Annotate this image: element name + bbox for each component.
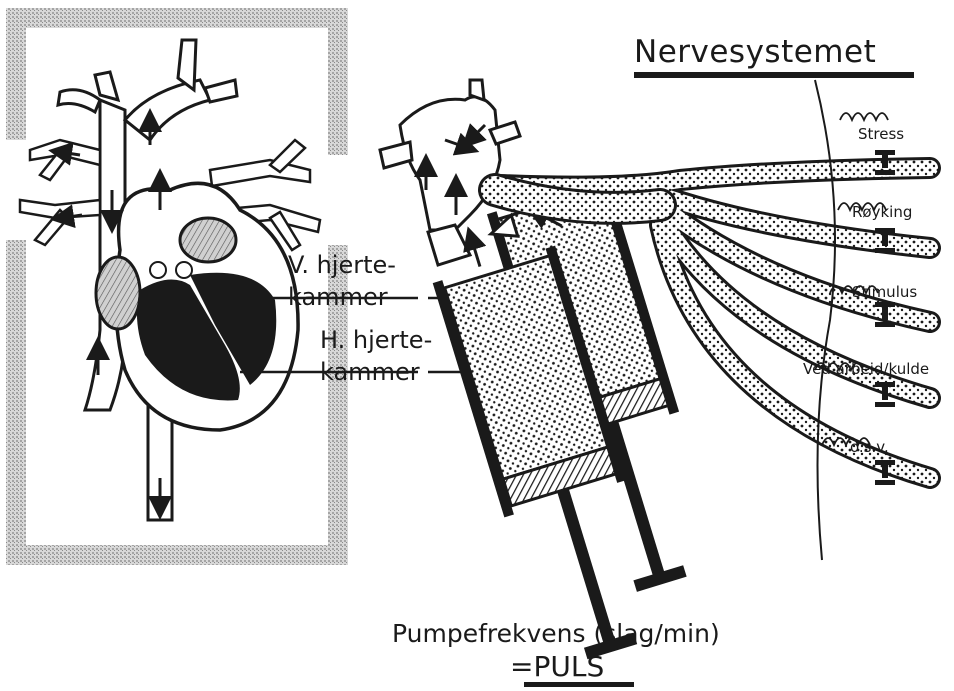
left-ventricle-label-line1: V. hjerte-	[288, 251, 396, 279]
nerve-label-etc: o.s.v.	[850, 438, 889, 456]
left-ventricle-label-line2: kammer	[288, 283, 388, 311]
nerve-label-smoking: Røyking	[852, 203, 912, 221]
caption-line1: Pumpefrekvens (slag/min)	[392, 619, 720, 648]
right-ventricle-label-line1: H. hjerte-	[320, 326, 432, 354]
left-atrium	[180, 218, 236, 262]
spinal-boundary-line	[815, 80, 835, 560]
right-atrium	[96, 257, 140, 329]
right-ventricle-label-line2: kammer	[320, 358, 420, 386]
nerve-label-stress: Stress	[858, 125, 904, 143]
title-underline	[634, 72, 914, 78]
nerve-label-stimulus: Stimulus	[852, 283, 917, 301]
caption-underline	[524, 682, 634, 687]
diagram-title: Nervesystemet	[634, 34, 876, 70]
nerve-label-work-cold: Ved arbeid/kulde	[803, 360, 929, 378]
caption-line2: =PULS	[510, 650, 604, 683]
